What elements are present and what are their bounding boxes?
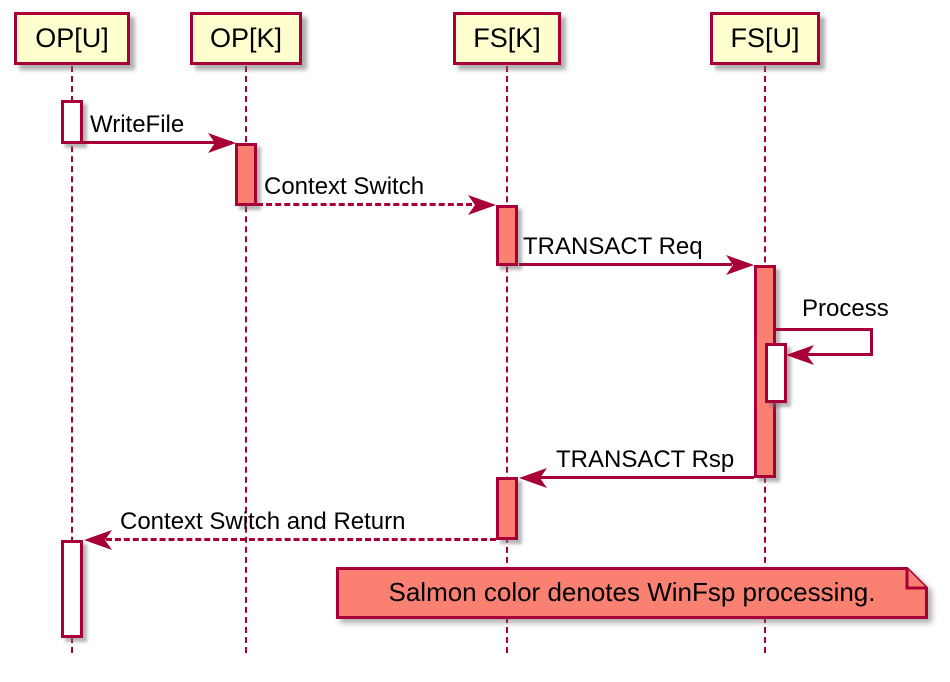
activation-bar-op-u-request [61,100,83,144]
participant-op-u: OP[U] [14,12,130,65]
message-label-writefile: WriteFile [90,111,185,138]
message-label-transact-rsp: TRANSACT Rsp [556,446,735,473]
self-message-bottom-line [802,353,873,356]
participant-op-k: OP[K] [190,12,302,65]
arrowhead-left-icon [786,345,814,365]
participant-label: OP[K] [209,23,283,53]
arrowhead-left-icon [84,530,112,550]
participant-fs-k: FS[K] [453,12,561,65]
arrowhead-left-icon [519,468,547,488]
activation-bar-op-k [235,143,257,206]
participant-label: FS[U] [730,23,800,53]
message-line-context-switch [257,203,472,206]
activation-bar-fs-k-response [496,477,518,540]
self-message-right-line [870,328,873,356]
participant-label: FS[K] [473,23,541,53]
self-message-top-line [776,328,873,331]
message-line-writefile [83,141,232,144]
message-label-process: Process [802,295,889,322]
arrowhead-right-icon [208,133,236,153]
activation-bar-op-u-return [61,540,83,638]
participant-fs-u: FS[U] [710,12,820,65]
arrowhead-right-icon [468,195,496,215]
message-line-transact-req [519,263,732,266]
activation-bar-fs-u-process [765,343,787,403]
lifeline-fs-k [506,66,508,653]
participant-label: OP[U] [35,23,109,53]
message-line-context-switch-return [106,538,496,541]
message-label-transact-req: TRANSACT Req [523,233,703,260]
note-text: Salmon color denotes WinFsp processing. [388,577,876,607]
note: Salmon color denotes WinFsp processing. [336,567,928,619]
activation-bar-fs-k-request [496,205,518,266]
lifeline-op-k [245,66,247,653]
message-label-context-switch-return: Context Switch and Return [120,508,406,535]
lifeline-op-u [71,66,73,653]
note-fold-icon [905,568,927,590]
note-shape [336,567,928,619]
message-line-transact-rsp [540,476,754,479]
arrowhead-right-icon [726,255,754,275]
message-label-context-switch: Context Switch [264,173,425,200]
